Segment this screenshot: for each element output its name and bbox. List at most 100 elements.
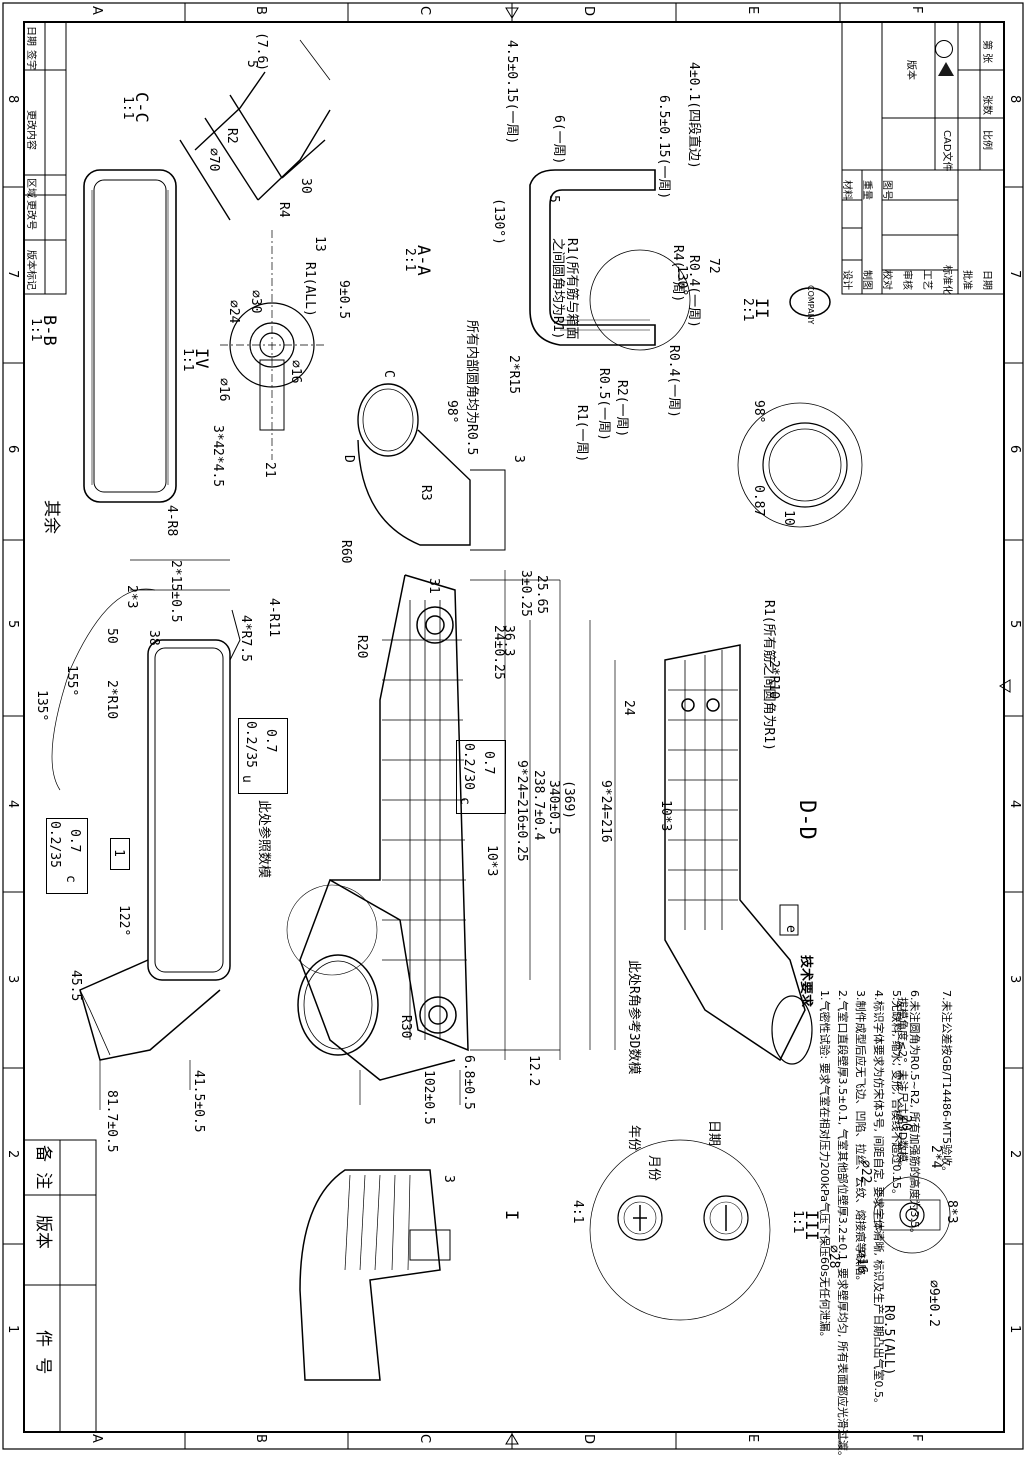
dim-aa-4-5: 4.5±0.15(一周) (504, 40, 519, 145)
gdt-1-datum: 1 (111, 849, 126, 857)
view-iii-scale: 1:1 (790, 1210, 805, 1234)
zone-number-right-2: 2 (1007, 1150, 1022, 1159)
dim-iv-9: 9±0.5 (336, 280, 351, 320)
dim-iv-2x4-5: 2*4.5 (210, 448, 225, 488)
dim-ii-98: 98° (751, 400, 766, 424)
date-month-label: 月份 (646, 1155, 661, 1182)
note-rest: 其余 (41, 500, 61, 534)
dim-10x3: 10*3 (484, 845, 499, 877)
dim-aa-r0-5: R0.5(一周) (596, 368, 611, 441)
parts-header-number: 件 号 (33, 1330, 53, 1375)
rev-header-zone: 区域 (25, 178, 36, 198)
dim-r30: R30 (398, 1015, 413, 1039)
dim-aa-130: 130° (674, 265, 689, 297)
view-iii (873, 1176, 951, 1254)
tb-design: 设计 (841, 270, 852, 290)
label-r60: R60 (338, 540, 353, 564)
zone-letter-top-b: B (253, 6, 268, 15)
view-elbow (357, 383, 506, 551)
dim-24: 24±0.25 (491, 625, 506, 680)
parts-header-version: 版本 (33, 1215, 53, 1249)
view-cc-scale: 1:1 (120, 96, 135, 120)
dim-bb-4r7: 4*R7.5 (238, 615, 253, 662)
zone-number-left-2: 2 (5, 1150, 20, 1159)
zone-letter-bottom-d: D (581, 1434, 596, 1445)
zone-number-left-1: 1 (5, 1325, 20, 1334)
notes-title: 技术要求 (798, 955, 813, 1008)
dim-12-2: 12.2 (526, 1055, 541, 1087)
zone-number-right-3: 3 (1007, 975, 1022, 984)
dim-iv-13: 13 (312, 236, 327, 252)
note-6: 6.未注圆角为R0.5~R2, 所有加强筋的高度为3.5。 拔模角度≤2°, 未… (896, 990, 921, 1239)
label-c: C (381, 370, 396, 378)
dim-iii-8x3: 8*3 (944, 1200, 959, 1224)
tb-approve: 批准 (961, 270, 972, 290)
dim-i-3: 3 (441, 1175, 456, 1183)
tb-sheet-of: 第 张 (981, 40, 992, 64)
dim-cc-r2: R2 (224, 128, 239, 144)
view-i-label: I (501, 1210, 521, 1221)
zone-letter-bottom-b: B (253, 1434, 268, 1443)
date-year-label: 年份 (626, 1125, 641, 1152)
gdt-1-sym: c (63, 875, 78, 883)
dim-ii-0-87: 0.87 (751, 485, 766, 517)
dim-238: 238.7±0.4 (531, 770, 546, 841)
label-r3: R3 (418, 485, 433, 501)
note-2: 2.气室口直段壁厚3.5±0.1, 气室其他部位壁厚3.2±0.1, 要求壁厚均… (836, 990, 849, 1462)
dim-25-65: 25.65 (534, 575, 549, 615)
zone-number-right-4: 4 (1007, 800, 1022, 809)
gdt-1-val1: 0.2/35 (47, 821, 62, 868)
tb-code: 图号 (881, 180, 892, 200)
dim-dd-2r10: 2*R10 (766, 660, 781, 700)
dim-cc-phi70: ⌀70 (206, 148, 221, 172)
zone-number-left-7: 7 (5, 270, 20, 279)
dim-iii-phi9: ⌀9±0.2 (926, 1280, 941, 1327)
dim-dd-24: 24 (621, 700, 636, 716)
zone-number-left-5: 5 (5, 620, 20, 629)
gdt-2-val2: 0.7 (263, 729, 278, 753)
dim-369: (369) (561, 780, 576, 820)
gdt-3-val1: 0.2/30 (461, 743, 476, 790)
dim-aa-6-zhou: 6(一周) (551, 115, 566, 165)
dim-9x24: 9*24=216±0.25 (514, 760, 529, 862)
dim-31: 31 (426, 578, 441, 594)
dim-bb-38: 38 (146, 630, 161, 646)
dim-bb-2x3: 2*3 (124, 585, 139, 609)
dim-6-8: 6.8±0.5 (461, 1055, 476, 1110)
note-3d-ref: 此处参照数模 (256, 800, 271, 879)
dim-r20: R20 (354, 635, 369, 659)
tb-date: 日期 (981, 270, 992, 290)
tb-sheets: 张数 (981, 95, 992, 115)
view-dd (664, 644, 813, 1065)
zone-number-left-4: 4 (5, 800, 20, 809)
tb-weight: 重量 (861, 180, 872, 200)
dim-dd-9x24: 9*24=216 (598, 780, 613, 843)
tb-scale: 比例 (981, 130, 992, 150)
note-1: 1.气密性试验: 要求气室在相对压力200kPa气压下保压60s无任何泄漏。 (818, 990, 831, 1343)
dim-bb-50: 50 (104, 628, 119, 644)
gdt-2-val1: 0.2/35 (243, 721, 258, 768)
section-aa (529, 169, 691, 351)
title-block (841, 21, 1005, 295)
dim-aa-r1-zhou: R1(一周) (574, 405, 589, 463)
rev-header-content: 更改内容 (25, 110, 36, 150)
zone-letter-top-e: E (745, 6, 760, 15)
dim-bb-4r8: 4-R8 (164, 505, 179, 537)
projection-symbol-icon (935, 40, 953, 58)
revision-block (23, 21, 67, 295)
view-i (299, 1169, 451, 1381)
dim-cc-r4: R4 (276, 202, 291, 218)
zone-letter-bottom-e: E (745, 1434, 760, 1443)
gdt-datum-1: 1 (110, 838, 130, 870)
dim-iv-21: 21 (262, 462, 277, 478)
rev-header-date: 日期 (25, 26, 36, 46)
zone-number-right-7: 7 (1007, 270, 1022, 279)
view-i-scale: 4:1 (570, 1200, 585, 1224)
main-view (286, 574, 469, 1081)
parts-block (23, 1139, 97, 1433)
zone-number-left-8: 8 (5, 95, 20, 104)
gdt-4-datum: e (783, 925, 798, 933)
dim-bb-155: 155° (64, 665, 79, 697)
dim-bb-135: 135° (34, 690, 49, 722)
